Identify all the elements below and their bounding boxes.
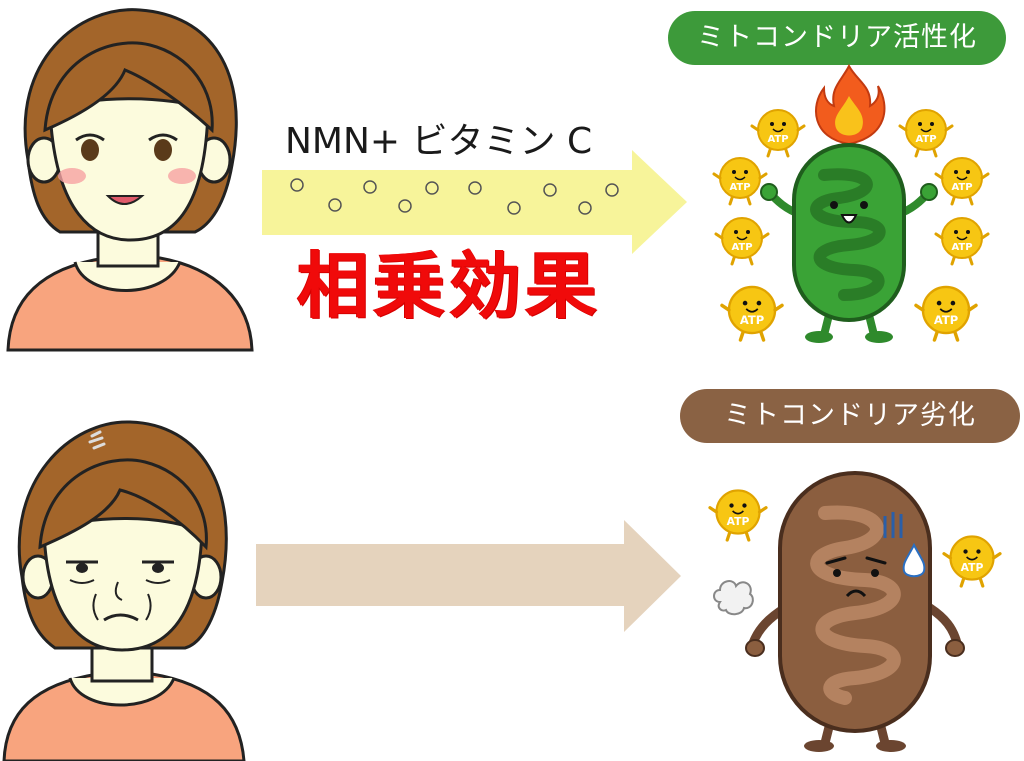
svg-text:ATP: ATP	[767, 134, 788, 145]
svg-text:ATP: ATP	[951, 242, 972, 253]
bottom-arrow	[256, 520, 681, 632]
atp-character-icon: ATP	[934, 217, 990, 266]
atp-character-icon: ATP	[708, 489, 768, 542]
sigh-puff-icon	[713, 580, 754, 616]
young-woman-face-icon	[6, 8, 254, 352]
svg-text:ATP: ATP	[731, 242, 752, 253]
atp-character-icon: ATP	[714, 217, 770, 266]
degraded-mitochondria-icon	[745, 471, 965, 752]
atp-character-icon: ATP	[750, 109, 806, 158]
sweat-drop-icon	[902, 542, 926, 578]
svg-text:ATP: ATP	[961, 561, 984, 574]
mitochondria-degradation-badge: ミトコンドリア劣化	[680, 389, 1020, 443]
svg-text:ATP: ATP	[727, 515, 750, 528]
svg-text:ATP: ATP	[951, 182, 972, 193]
synergy-label: 相乗効果	[297, 244, 602, 328]
svg-text:ATP: ATP	[740, 313, 764, 327]
svg-text:ATP: ATP	[729, 182, 750, 193]
supplement-label: NMN+ ビタミン C	[285, 121, 593, 162]
svg-text:ATP: ATP	[915, 134, 936, 145]
mitochondria-activation-badge: ミトコンドリア活性化	[668, 11, 1006, 65]
atp-character-icon: ATP	[720, 285, 784, 342]
aged-woman-face-icon	[2, 420, 246, 761]
svg-text:ATP: ATP	[934, 313, 958, 327]
top-arrow	[262, 150, 687, 254]
atp-character-icon: ATP	[712, 157, 768, 206]
atp-character-icon: ATP	[898, 109, 954, 158]
atp-character-icon: ATP	[942, 535, 1002, 588]
active-mitochondria-icon	[760, 143, 938, 343]
atp-character-icon: ATP	[934, 157, 990, 206]
atp-character-icon: ATP	[914, 285, 978, 342]
